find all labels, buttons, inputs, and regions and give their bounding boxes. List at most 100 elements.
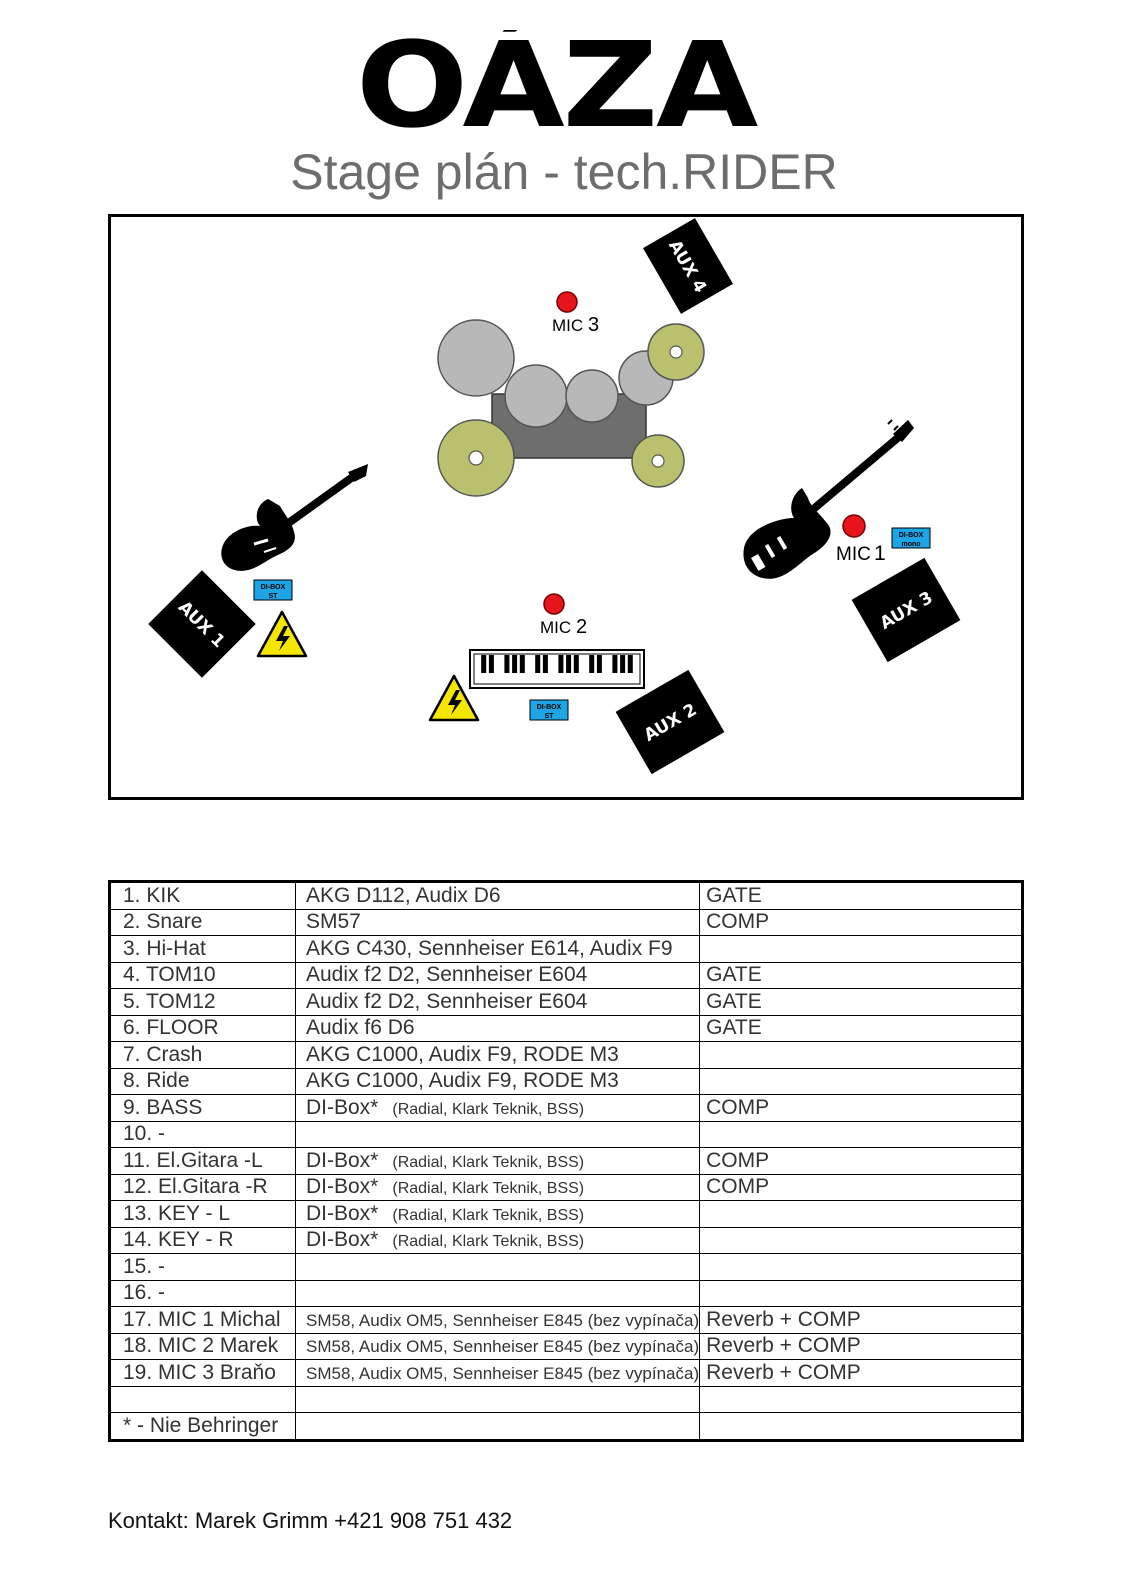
channel-row: 5. TOM12 Audix f2 D2, Sennheiser E604 GATE xyxy=(109,988,1023,1016)
channel-mic-cell: DI-Box*(Radial, Klark Teknik, BSS) xyxy=(294,1226,701,1254)
di-box-left-line1: DI-BOX xyxy=(261,584,286,591)
channel-row: 13. KEY - L DI-Box* (Radial, Klark Teknik,… xyxy=(109,1200,1023,1228)
channel-mic-cell: AKG D112, Audix D6 xyxy=(294,881,701,910)
mic-2-number: 2 xyxy=(576,616,587,638)
channel-name: 12. El.Gitara -R xyxy=(109,1173,296,1201)
channel-mic-cell: AKG C430, Sennheiser E614, Audix F9 xyxy=(294,935,701,963)
channel-row: * - Nie Behringer xyxy=(109,1412,1023,1441)
channel-name: 19. MIC 3 Braňo xyxy=(109,1359,296,1387)
channel-mic-cell: Audix f2 D2, Sennheiser E604 xyxy=(294,988,701,1016)
aux-4-monitor: AUX 4 xyxy=(643,218,733,314)
di-box-left-line2: ST xyxy=(269,593,279,600)
channel-mic: DI-Box* xyxy=(306,1201,379,1225)
channel-mic-cell xyxy=(294,1253,701,1281)
channel-mic-note: (Radial, Klark Teknik, BSS) xyxy=(392,1100,585,1118)
channel-mic: AKG C430, Sennheiser E614, Audix F9 xyxy=(306,936,673,960)
channel-mic-cell: Audix f6 D6 xyxy=(294,1014,701,1042)
high-voltage-warning-icon xyxy=(428,674,480,722)
di-box-keys: DI-BOX ST xyxy=(529,699,569,721)
channel-mic: DI-Box* xyxy=(306,1095,379,1119)
di-box-bass-line1: DI-BOX xyxy=(899,532,924,539)
channel-processing: GATE xyxy=(699,881,1023,910)
channel-mic: SM58, Audix OM5, Sennheiser E845 (bez vy… xyxy=(306,1337,700,1357)
keyboard-black-key xyxy=(481,655,487,673)
channel-mic-cell: DI-Box* (Radial, Klark Teknik, BSS) xyxy=(294,1200,701,1228)
aux-2-monitor: AUX 2 xyxy=(615,669,725,775)
channel-mic-cell: DI-Box* (Radial, Klark Teknik, BSS) xyxy=(294,1094,701,1122)
logo-text: OÁZA xyxy=(356,30,758,140)
aux-1-monitor: AUX 1 xyxy=(148,570,256,678)
channel-mic-cell: SM58, Audix OM5, Sennheiser E845 (bez vy… xyxy=(294,1332,701,1360)
channel-processing xyxy=(699,1279,1023,1307)
channel-processing xyxy=(699,1200,1023,1228)
channel-mic: DI-Box* xyxy=(306,1148,379,1172)
channel-mic-cell: DI-Box*(Radial, Klark Teknik, BSS) xyxy=(294,1173,701,1201)
channel-mic: DI-Box* xyxy=(306,1228,379,1252)
channel-mic: Audix f2 D2, Sennheiser E604 xyxy=(306,963,588,987)
channel-mic-note: (Radial, Klark Teknik, BSS) xyxy=(392,1153,585,1171)
channel-processing xyxy=(699,1067,1023,1095)
keyboard-black-key xyxy=(542,655,548,673)
channel-processing xyxy=(699,935,1023,963)
channel-mic-cell xyxy=(294,1279,701,1307)
channel-processing: GATE xyxy=(699,988,1023,1016)
channel-name: 10. - xyxy=(109,1120,296,1148)
channel-processing: COMP xyxy=(699,1147,1023,1175)
keyboard-black-key xyxy=(519,655,525,673)
keyboard-black-key xyxy=(558,655,564,673)
channel-row: 16. - xyxy=(109,1279,1023,1307)
channel-mic-cell xyxy=(294,1412,701,1441)
aux-3-monitor: AUX 3 xyxy=(851,557,961,663)
keyboard-black-key xyxy=(589,655,595,673)
keyboard-black-key xyxy=(573,655,579,673)
channel-name: 16. - xyxy=(109,1279,296,1307)
channel-name: 15. - xyxy=(109,1253,296,1281)
di-box-keys-line2: ST xyxy=(545,713,555,720)
channel-name: 13. KEY - L xyxy=(109,1200,296,1228)
channel-name: 5. TOM12 xyxy=(109,988,296,1016)
channel-processing xyxy=(699,1385,1023,1413)
keyboard-black-key xyxy=(488,655,494,673)
keyboard-black-key xyxy=(504,655,510,673)
channel-name: 6. FLOOR xyxy=(109,1014,296,1042)
channel-mic-cell: Audix f2 D2, Sennheiser E604 xyxy=(294,961,701,989)
keyboard-black-key xyxy=(620,655,626,673)
mic-1-number: 1 xyxy=(874,542,886,565)
channel-mic-note: (Radial, Klark Teknik, BSS) xyxy=(392,1206,585,1224)
channel-name: 7. Crash xyxy=(109,1041,296,1069)
channel-name: 2. Snare xyxy=(109,908,296,936)
channel-processing xyxy=(699,1120,1023,1148)
mic-2-label: MIC xyxy=(540,618,571,637)
channel-mic-cell: SM57 xyxy=(294,908,701,936)
keyboard-black-key xyxy=(596,655,602,673)
keyboard-icon xyxy=(469,649,645,689)
channel-mic: AKG D112, Audix D6 xyxy=(306,883,501,907)
mic-1-marker: MIC 1 xyxy=(836,514,886,565)
di-box-keys-line1: DI-BOX xyxy=(537,704,562,711)
stage-plan: MIC 3 MIC 2 MIC 1 xyxy=(108,214,1024,800)
channel-mic: Audix f2 D2, Sennheiser E604 xyxy=(306,989,588,1013)
mic-1-label: MIC xyxy=(836,544,871,565)
mic-3-marker: MIC 3 xyxy=(552,291,599,336)
channel-processing: COMP xyxy=(699,1173,1023,1201)
channel-processing xyxy=(699,1412,1023,1441)
channel-mic: SM57 xyxy=(306,910,361,934)
channel-mic: DI-Box* xyxy=(306,1175,379,1199)
di-box-bass-line2: mono xyxy=(901,541,920,548)
channel-name xyxy=(109,1385,296,1413)
channel-mic-cell xyxy=(294,1120,701,1148)
channel-mic-cell xyxy=(294,1385,701,1413)
channel-processing: GATE xyxy=(699,1014,1023,1042)
channel-processing xyxy=(699,1041,1023,1069)
keyboard-black-key xyxy=(566,655,572,673)
di-box-bass: DI-BOX mono xyxy=(891,527,931,549)
mic-3-number: 3 xyxy=(588,314,599,336)
